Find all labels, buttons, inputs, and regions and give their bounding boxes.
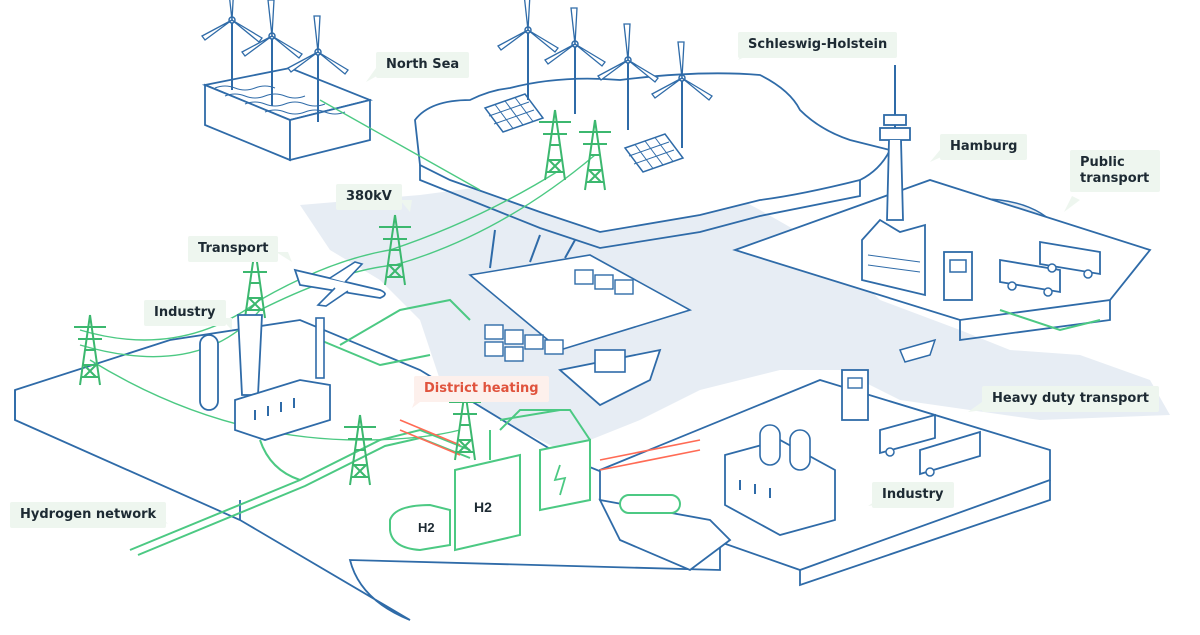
harbour-area <box>468 229 693 362</box>
label-industry-left: Industry <box>144 300 226 326</box>
battery-icon <box>539 438 591 512</box>
fuel-pump-icon <box>841 369 869 421</box>
concert-hall-icon <box>861 218 926 297</box>
power-lines-380kv <box>79 99 596 441</box>
label-hamburg: Hamburg <box>940 134 1028 160</box>
ship-icon <box>898 338 937 363</box>
label-transport: Transport <box>188 236 279 262</box>
north-sea-platform <box>201 67 373 162</box>
tv-tower-icon <box>879 65 911 221</box>
truck-icon <box>919 430 981 477</box>
label-schleswig-holstein: Schleswig-Holstein <box>738 32 898 58</box>
label-district-heating: District heating <box>414 376 549 402</box>
bus-icon <box>999 258 1061 297</box>
factory-icon <box>724 424 836 536</box>
tanker-ship-icon <box>598 494 732 572</box>
label-heavy-duty-transport: Heavy duty transport <box>982 386 1159 412</box>
hydrogen-tank-icon: H2 <box>389 503 451 552</box>
label-380kv: 380kV <box>336 184 402 210</box>
ship-icon <box>558 348 662 407</box>
h2-left-label: H2 <box>418 520 435 535</box>
label-north-sea: North Sea <box>376 52 470 78</box>
airplane-icon <box>293 261 386 307</box>
label-hydrogen-network: Hydrogen network <box>10 502 167 528</box>
bus-icon <box>1039 240 1101 279</box>
factory-icon <box>199 314 331 441</box>
label-public-transport: Public transport <box>1070 150 1160 192</box>
truck-icon <box>879 413 936 457</box>
label-industry-right: Industry <box>872 482 954 508</box>
fuel-pump-icon <box>943 251 973 301</box>
district-heating-line <box>399 419 701 471</box>
h2-right-label: H2 <box>474 499 492 515</box>
electrolyzer-icon: H2 <box>454 409 561 552</box>
